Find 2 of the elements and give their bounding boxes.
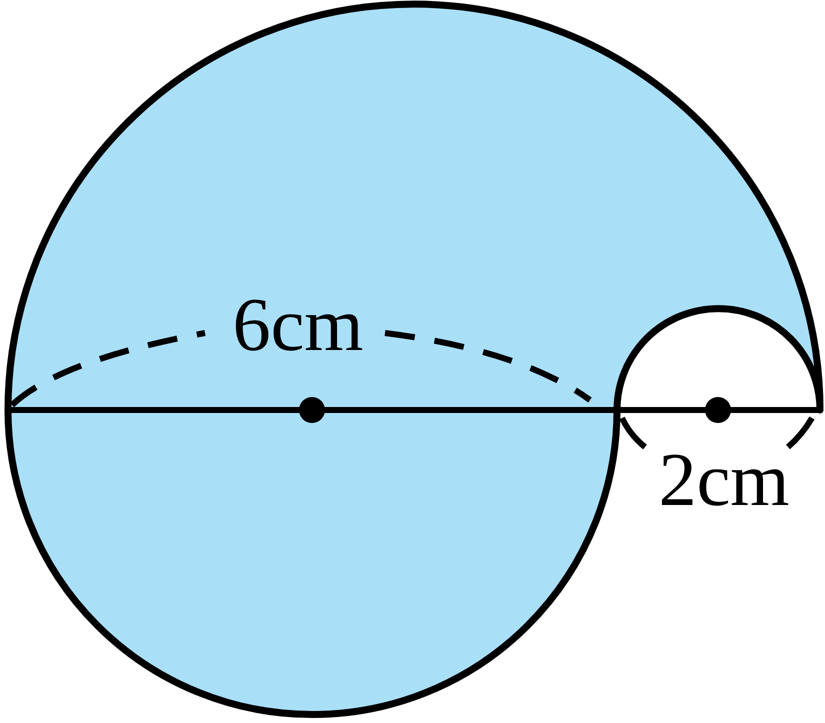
dimension-label: 2cm — [658, 442, 790, 518]
dimension-label: 6cm — [232, 287, 364, 363]
